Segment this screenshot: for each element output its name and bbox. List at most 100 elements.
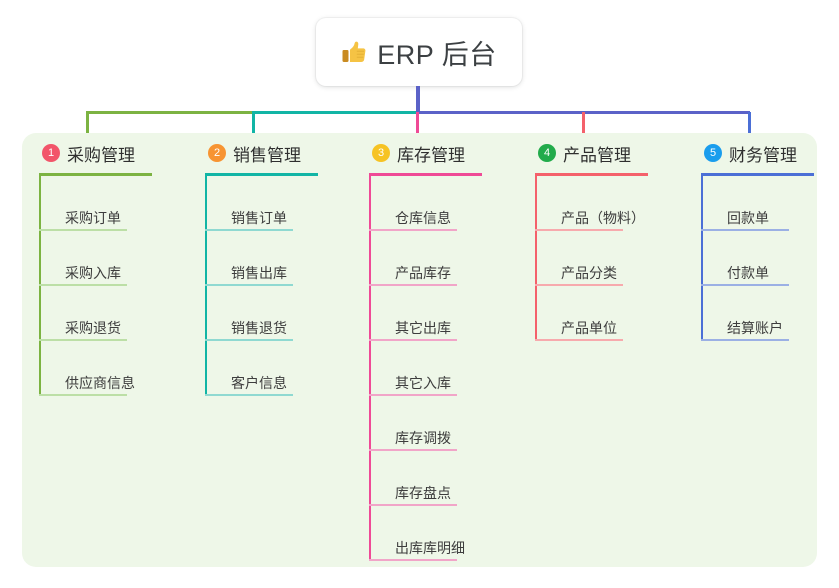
- leaf-node[interactable]: 采购订单: [39, 176, 152, 231]
- column-header-5[interactable]: 5 财务管理: [694, 140, 814, 166]
- segment-green: [86, 111, 254, 114]
- column-1: 1 采购管理采购订单采购入库采购退货供应商信息: [32, 140, 152, 396]
- leaf-node-rule: [535, 339, 623, 341]
- leaf-node-rule: [701, 229, 789, 231]
- column-badge-icon: 2: [208, 144, 226, 162]
- column-badge-icon: 1: [42, 144, 60, 162]
- leaf-node-rule: [701, 339, 789, 341]
- leaf-node-label: 产品库存: [395, 265, 451, 281]
- leaf-node-label: 采购订单: [65, 210, 121, 226]
- column-items: 销售订单销售出库销售退货客户信息: [205, 176, 318, 396]
- column-header-rule: [535, 173, 648, 176]
- connector-stub-2: [252, 112, 255, 138]
- column-items: 产品（物料） 产品分类产品单位: [535, 176, 648, 341]
- leaf-node-rule: [369, 394, 457, 396]
- leaf-node-rule: [39, 284, 127, 286]
- leaf-node-rule: [39, 394, 127, 396]
- leaf-node-label: 采购入库: [65, 265, 121, 281]
- column-header-rule: [701, 173, 814, 176]
- leaf-node-label: 其它入库: [395, 375, 451, 391]
- leaf-node[interactable]: 结算账户: [701, 286, 814, 341]
- column-5: 5 财务管理回款单付款单结算账户: [694, 140, 814, 341]
- leaf-node-label: 其它出库: [395, 320, 451, 336]
- leaf-node-rule: [369, 449, 457, 451]
- leaf-node-label: 产品单位: [561, 320, 617, 336]
- leaf-node-label: 产品（物料）: [561, 210, 645, 226]
- leaf-node[interactable]: 回款单: [701, 176, 814, 231]
- leaf-node[interactable]: 销售退货: [205, 286, 318, 341]
- leaf-node[interactable]: 其它入库: [369, 341, 482, 396]
- leaf-node-label: 采购退货: [65, 320, 121, 336]
- leaf-node-rule: [369, 284, 457, 286]
- root-connector-stem: [416, 86, 420, 114]
- column-header-rule: [369, 173, 482, 176]
- leaf-node[interactable]: 其它出库: [369, 286, 482, 341]
- column-spine: [205, 176, 207, 396]
- leaf-node[interactable]: 采购退货: [39, 286, 152, 341]
- column-title: 销售管理: [233, 145, 301, 165]
- thumbs-up-icon: [341, 39, 367, 65]
- column-header-1[interactable]: 1 采购管理: [32, 140, 152, 166]
- leaf-node-label: 客户信息: [231, 375, 287, 391]
- diagram-panel: [22, 133, 817, 567]
- leaf-node-label: 销售订单: [231, 210, 287, 226]
- leaf-node[interactable]: 采购入库: [39, 231, 152, 286]
- column-spine: [535, 176, 537, 341]
- column-4: 4 产品管理产品（物料） 产品分类产品单位: [528, 140, 648, 341]
- leaf-node-label: 销售出库: [231, 265, 287, 281]
- connector-stub-3: [416, 112, 419, 138]
- leaf-node[interactable]: 产品库存: [369, 231, 482, 286]
- connector-stub-4: [582, 112, 585, 138]
- column-title: 采购管理: [67, 145, 135, 165]
- leaf-node-rule: [39, 339, 127, 341]
- leaf-node-rule: [369, 559, 457, 561]
- column-2: 2 销售管理销售订单销售出库销售退货客户信息: [198, 140, 318, 396]
- column-header-2[interactable]: 2 销售管理: [198, 140, 318, 166]
- leaf-node[interactable]: 产品分类: [535, 231, 648, 286]
- leaf-node-rule: [205, 284, 293, 286]
- leaf-node[interactable]: 付款单: [701, 231, 814, 286]
- leaf-node[interactable]: 供应商信息: [39, 341, 152, 396]
- column-header-4[interactable]: 4 产品管理: [528, 140, 648, 166]
- leaf-node-rule: [701, 284, 789, 286]
- leaf-node-label: 回款单: [727, 210, 769, 226]
- column-badge-icon: 5: [704, 144, 722, 162]
- root-node-card[interactable]: ERP 后台: [316, 18, 522, 86]
- leaf-node-label: 结算账户: [727, 320, 783, 336]
- leaf-node-rule: [369, 339, 457, 341]
- connector-stub-1: [86, 112, 89, 138]
- leaf-node-rule: [39, 229, 127, 231]
- leaf-node-label: 销售退货: [231, 320, 287, 336]
- column-spine: [701, 176, 703, 341]
- column-title: 库存管理: [397, 145, 465, 165]
- leaf-node-label: 付款单: [727, 265, 769, 281]
- column-items: 仓库信息产品库存其它出库其它入库库存调拨库存盘点出库库明细: [369, 176, 482, 561]
- column-items: 采购订单采购入库采购退货供应商信息: [39, 176, 152, 396]
- leaf-node[interactable]: 出库库明细: [369, 506, 482, 561]
- column-title: 财务管理: [729, 145, 797, 165]
- column-header-3[interactable]: 3 库存管理: [362, 140, 482, 166]
- leaf-node-label: 库存盘点: [395, 485, 451, 501]
- leaf-node[interactable]: 产品（物料）: [535, 176, 648, 231]
- leaf-node-rule: [205, 229, 293, 231]
- segment-teal: [252, 111, 418, 114]
- leaf-node[interactable]: 库存盘点: [369, 451, 482, 506]
- leaf-node[interactable]: 产品单位: [535, 286, 648, 341]
- leaf-node[interactable]: 销售订单: [205, 176, 318, 231]
- column-spine: [39, 176, 41, 396]
- leaf-node[interactable]: 仓库信息: [369, 176, 482, 231]
- column-badge-icon: 4: [538, 144, 556, 162]
- column-header-rule: [205, 173, 318, 176]
- column-badge-icon: 3: [372, 144, 390, 162]
- leaf-node-rule: [369, 504, 457, 506]
- leaf-node-rule: [535, 284, 623, 286]
- leaf-node[interactable]: 客户信息: [205, 341, 318, 396]
- column-items: 回款单付款单结算账户: [701, 176, 814, 341]
- leaf-node[interactable]: 库存调拨: [369, 396, 482, 451]
- leaf-node[interactable]: 销售出库: [205, 231, 318, 286]
- leaf-node-rule: [369, 229, 457, 231]
- leaf-node-rule: [205, 394, 293, 396]
- leaf-node-rule: [205, 339, 293, 341]
- column-title: 产品管理: [563, 145, 631, 165]
- leaf-node-label: 库存调拨: [395, 430, 451, 446]
